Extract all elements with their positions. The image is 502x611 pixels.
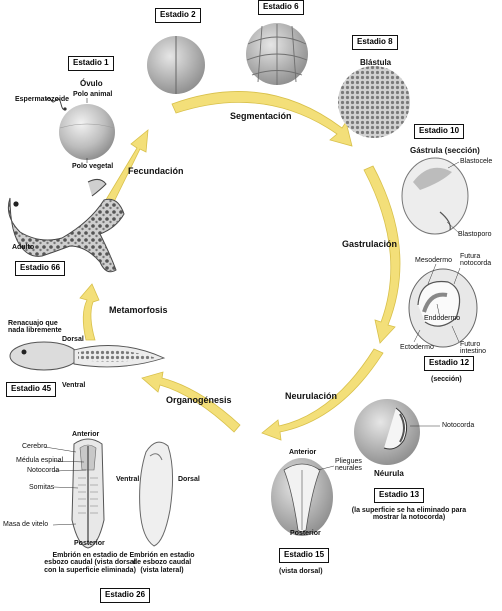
label-neurula: Néurula <box>374 469 404 478</box>
label-anterior-26: Anterior <box>72 431 100 438</box>
process-metamorfosis: Metamorfosis <box>109 305 168 315</box>
label-adulto: Adulto <box>12 244 35 251</box>
stage-10-label: Estadio 10 <box>414 124 465 139</box>
label-anterior-15: Anterior <box>289 449 317 456</box>
label-blastoporo: Blastoporo <box>458 231 492 238</box>
egg-stage2 <box>147 36 205 94</box>
arrow-gastrulacion <box>363 165 401 344</box>
stage-12-label: Estadio 12 <box>424 356 475 371</box>
arrow-segmentacion <box>171 91 353 147</box>
label-ectodermo: Ectodermo <box>400 344 434 351</box>
arrow-neurulacion <box>261 348 384 441</box>
adult-frog <box>7 178 125 273</box>
label-blastocele: Blastocele <box>460 158 493 165</box>
label-dorsal-tadpole: Dorsal <box>62 336 84 343</box>
stage-26-label: Estadio 26 <box>100 588 151 603</box>
label-cerebro: Cerebro <box>22 443 48 450</box>
arrow-metamorfosis <box>79 283 100 341</box>
gastrula-stage12 <box>408 263 478 348</box>
stage-13-label: Estadio 13 <box>374 488 425 503</box>
label-polo-animal: Polo animal <box>73 91 113 98</box>
label-somitas: Somitas <box>29 484 55 491</box>
label-masa-vitelo: Masa de vitelo <box>3 521 49 528</box>
process-segmentacion: Segmentación <box>230 111 292 121</box>
label-endodermo: Endodermo <box>424 315 461 322</box>
process-gastrulacion: Gastrulación <box>342 239 398 249</box>
label-ventral-tadpole: Ventral <box>62 382 86 389</box>
label-notocorda-26: Notocorda <box>27 467 60 474</box>
stage-15-label: Estadio 15 <box>279 548 330 563</box>
label-espermatozoide: Espermatozoide <box>15 96 70 103</box>
stage-6-label: Estadio 6 <box>258 0 304 15</box>
stage-8-label: Estadio 8 <box>352 35 398 50</box>
label-notocorda: Notocorda <box>442 422 475 429</box>
label-embrion-dorsal: Embrión en estadio de esbozo caudal (vis… <box>44 552 136 574</box>
label-blastula: Blástula <box>360 58 392 67</box>
process-organogenesis: Organogénesis <box>166 395 232 405</box>
label-polo-vegetal: Polo vegetal <box>72 163 114 170</box>
neurula <box>354 399 440 465</box>
stage-1-label: Estadio 1 <box>68 56 114 71</box>
process-fecundacion: Fecundación <box>128 166 184 176</box>
label-mesodermo: Mesodermo <box>415 257 452 264</box>
stage-12-title: Estadio 12 <box>429 358 470 367</box>
stage-13-note: (la superficie se ha eliminado para most… <box>351 507 467 522</box>
label-futura-notocorda: Futura notocorda <box>460 253 492 268</box>
label-pliegues: Pliegues neurales <box>335 458 362 473</box>
cycle-arrows <box>79 91 401 441</box>
label-posterior-15: Posterior <box>290 530 321 537</box>
arrow-organogenesis <box>141 371 241 433</box>
tailbud-lateral <box>139 441 174 547</box>
blastula <box>338 66 410 138</box>
egg-stage6 <box>246 23 308 85</box>
label-renacuajo: Renacuajo que nada libremente <box>8 320 62 335</box>
label-gastrula: Gástrula (sección) <box>410 146 480 155</box>
label-embrion-lateral: Embrión en estadio de esbozo caudal (vis… <box>129 552 195 574</box>
process-neurulacion: Neurulación <box>285 391 338 401</box>
stage-66-label: Estadio 66 <box>15 261 66 276</box>
neural-plate-embryo <box>271 458 335 536</box>
tadpole <box>9 341 166 371</box>
gastrula-section <box>401 157 469 235</box>
egg-stage1 <box>45 97 115 163</box>
stage-15-note: (vista dorsal) <box>279 568 323 575</box>
label-ovulo: Óvulo <box>80 79 103 88</box>
label-medula: Médula espinal <box>16 457 64 464</box>
stage-45-label: Estadio 45 <box>6 382 57 397</box>
sperm-icon <box>45 97 66 110</box>
stage-2-label: Estadio 2 <box>155 8 201 23</box>
stage-12-note: (sección) <box>431 376 462 383</box>
tailbud-dorsal <box>44 438 105 549</box>
label-posterior-26: Posterior <box>74 540 105 547</box>
label-ventral-26: Ventral <box>116 476 140 483</box>
label-dorsal-26: Dorsal <box>178 476 200 483</box>
label-futuro-intestino: Futuro intestino <box>460 341 487 356</box>
